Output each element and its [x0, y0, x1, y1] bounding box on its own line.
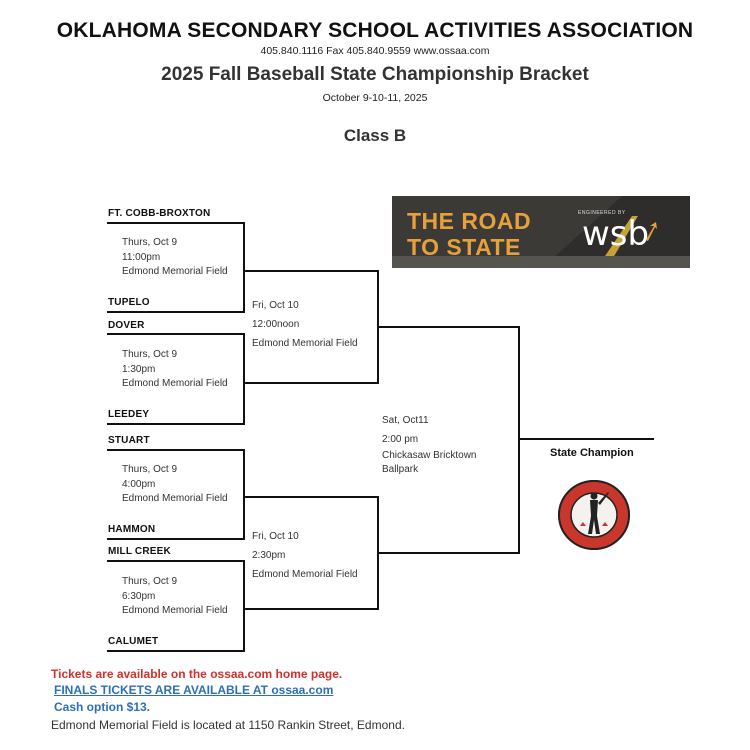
- game4-venue: Edmond Memorial Field: [122, 605, 228, 616]
- page-title: 2025 Fall Baseball State Championship Br…: [161, 64, 589, 85]
- final-info: Sat, Oct11 2:00 pm Chickasaw Bricktown B…: [382, 411, 476, 477]
- game1-day: Thurs, Oct 9: [122, 237, 178, 248]
- game2-info: Thurs, Oct 9 1:30pm Edmond Memorial Fiel…: [122, 348, 228, 392]
- team-dover: DOVER: [108, 320, 145, 331]
- game3-venue: Edmond Memorial Field: [122, 493, 228, 504]
- team-tupelo: TUPELO: [108, 297, 150, 308]
- road-to-state-banner: THE ROAD TO STATE ENGINEERED BY wsb: [392, 196, 690, 268]
- team-stuart: STUART: [108, 435, 150, 446]
- finals-tickets-link[interactable]: FINALS TICKETS ARE AVAILABLE AT ossaa.co…: [54, 683, 334, 697]
- bracket-line: [107, 650, 245, 652]
- location-note: Edmond Memorial Field is located at 1150…: [51, 718, 405, 732]
- bracket-connector: [243, 449, 245, 540]
- semi2-venue: Edmond Memorial Field: [252, 569, 358, 580]
- game1-info: Thurs, Oct 9 11:00pm Edmond Memorial Fie…: [122, 236, 228, 280]
- game1-venue: Edmond Memorial Field: [122, 266, 228, 277]
- final-time: 2:00 pm: [382, 434, 419, 445]
- game4-day: Thurs, Oct 9: [122, 576, 178, 587]
- bracket-connector: [243, 560, 245, 652]
- final-venue: Chickasaw Bricktown Ballpark: [382, 449, 476, 477]
- team-leedey: LEEDEY: [108, 409, 150, 420]
- final-day: Sat, Oct11: [382, 415, 429, 426]
- game3-time: 4:00pm: [122, 478, 156, 490]
- bracket-line: [107, 449, 245, 451]
- final-venue-line1: Chickasaw Bricktown: [382, 450, 477, 461]
- org-name: OKLAHOMA SECONDARY SCHOOL ACTIVITIES ASS…: [56, 19, 694, 42]
- class-label: Class B: [343, 126, 407, 145]
- bracket-line: [377, 552, 520, 554]
- game2-venue: Edmond Memorial Field: [122, 378, 228, 389]
- semi2-day: Fri, Oct 10: [252, 531, 299, 542]
- bracket-line: [107, 333, 245, 335]
- bracket-line: [243, 496, 379, 498]
- banner-line1: THE ROAD: [407, 208, 532, 234]
- game4-info: Thurs, Oct 9 6:30pm Edmond Memorial Fiel…: [122, 575, 228, 619]
- champion-line: [518, 438, 654, 440]
- semi2-info: Fri, Oct 10 2:30pm Edmond Memorial Field: [252, 527, 358, 584]
- event-dates: October 9-10-11, 2025: [322, 92, 428, 104]
- game4-time: 6:30pm: [122, 590, 156, 602]
- bracket-line: [107, 222, 245, 224]
- banner-line2: TO STATE: [407, 234, 521, 260]
- game1-time: 11:00pm: [122, 251, 161, 263]
- bracket-line: [107, 311, 245, 313]
- team-mill-creek: MILL CREEK: [108, 546, 171, 557]
- game2-day: Thurs, Oct 9: [122, 349, 178, 360]
- game3-day: Thurs, Oct 9: [122, 464, 178, 475]
- team-hammon: HAMMON: [108, 524, 156, 535]
- bracket-line: [377, 326, 520, 328]
- semi2-time: 2:30pm: [252, 550, 286, 561]
- wsb-logo: wsb: [582, 214, 650, 254]
- semi1-venue: Edmond Memorial Field: [252, 338, 358, 349]
- cash-option: Cash option $13.: [54, 700, 151, 714]
- team-calumet: CALUMET: [108, 636, 159, 647]
- bracket-connector: [243, 333, 245, 425]
- banner-engineered: ENGINEERED BY: [578, 210, 626, 216]
- ossaa-seal-icon: [556, 478, 632, 552]
- arrow-icon: [644, 222, 658, 242]
- bracket-line: [243, 270, 379, 272]
- semi1-info: Fri, Oct 10 12:00noon Edmond Memorial Fi…: [252, 296, 358, 353]
- bracket-line: [107, 423, 245, 425]
- semi1-time: 12:00noon: [252, 319, 300, 330]
- semi1-day: Fri, Oct 10: [252, 300, 299, 311]
- final-venue-line2: Ballpark: [382, 464, 419, 475]
- bracket-line: [243, 608, 379, 610]
- tickets-note: Tickets are available on the ossaa.com h…: [51, 667, 343, 681]
- bracket-connector: [518, 326, 520, 554]
- bracket-line: [243, 382, 379, 384]
- game3-info: Thurs, Oct 9 4:00pm Edmond Memorial Fiel…: [122, 463, 228, 507]
- bracket-connector: [243, 222, 245, 313]
- champion-label: State Champion: [550, 447, 634, 459]
- bracket-line: [107, 560, 245, 562]
- bracket-line: [107, 538, 245, 540]
- contact-line: 405.840.1116 Fax 405.840.9559 www.ossaa.…: [260, 45, 490, 57]
- team-ft-cobb-broxton: FT. COBB-BROXTON: [108, 208, 211, 219]
- game2-time: 1:30pm: [122, 363, 156, 375]
